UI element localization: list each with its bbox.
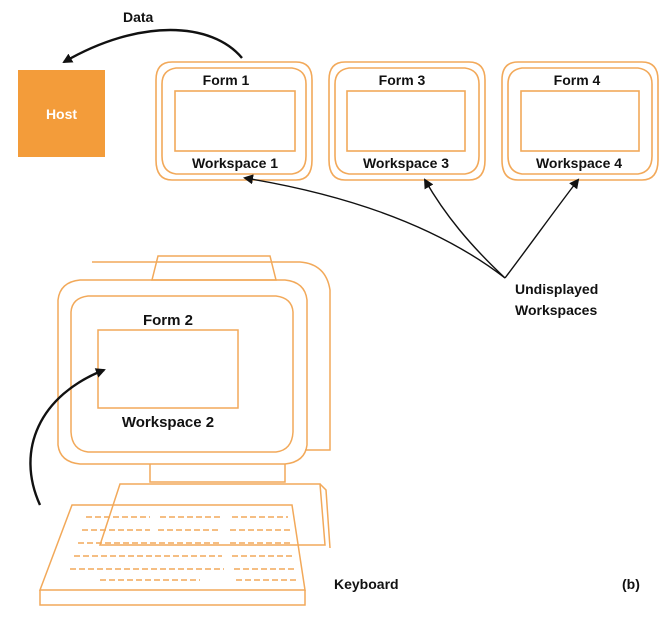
undisplayed-workspaces-label-line1: Undisplayed: [515, 281, 599, 297]
keyboard-label: Keyboard: [334, 576, 399, 592]
form-4-label: Form 4: [553, 72, 601, 88]
form-3-label: Form 3: [378, 72, 426, 88]
form-1-label: Form 1: [202, 72, 250, 88]
host-label: Host: [45, 105, 78, 122]
arrow-to-workspace-1: [243, 174, 506, 279]
keyboard-to-screen-arrow: [29, 368, 106, 506]
workspace-4-window: [501, 61, 659, 181]
data-label: Data: [123, 9, 154, 25]
data-arrow: [62, 28, 243, 64]
arrow-to-workspace-4: [504, 178, 580, 279]
host-box: Host: [18, 70, 105, 157]
undisplayed-workspaces-label-line2: Workspaces: [515, 302, 598, 318]
workspace-3-label: Workspace 3: [362, 155, 450, 171]
arrow-to-workspace-3: [424, 178, 506, 279]
terminal-illustration: [57, 255, 331, 549]
workspace-2-label: Workspace 2: [121, 414, 215, 431]
workspace-1-label: Workspace 1: [191, 155, 279, 171]
workspace-3-window: [328, 61, 486, 181]
form-2-label: Form 2: [142, 312, 193, 329]
panel-label: (b): [622, 576, 640, 592]
workspace-1-window: [155, 61, 313, 181]
workspace-4-label: Workspace 4: [535, 155, 623, 171]
keyboard-illustration: [38, 504, 306, 606]
